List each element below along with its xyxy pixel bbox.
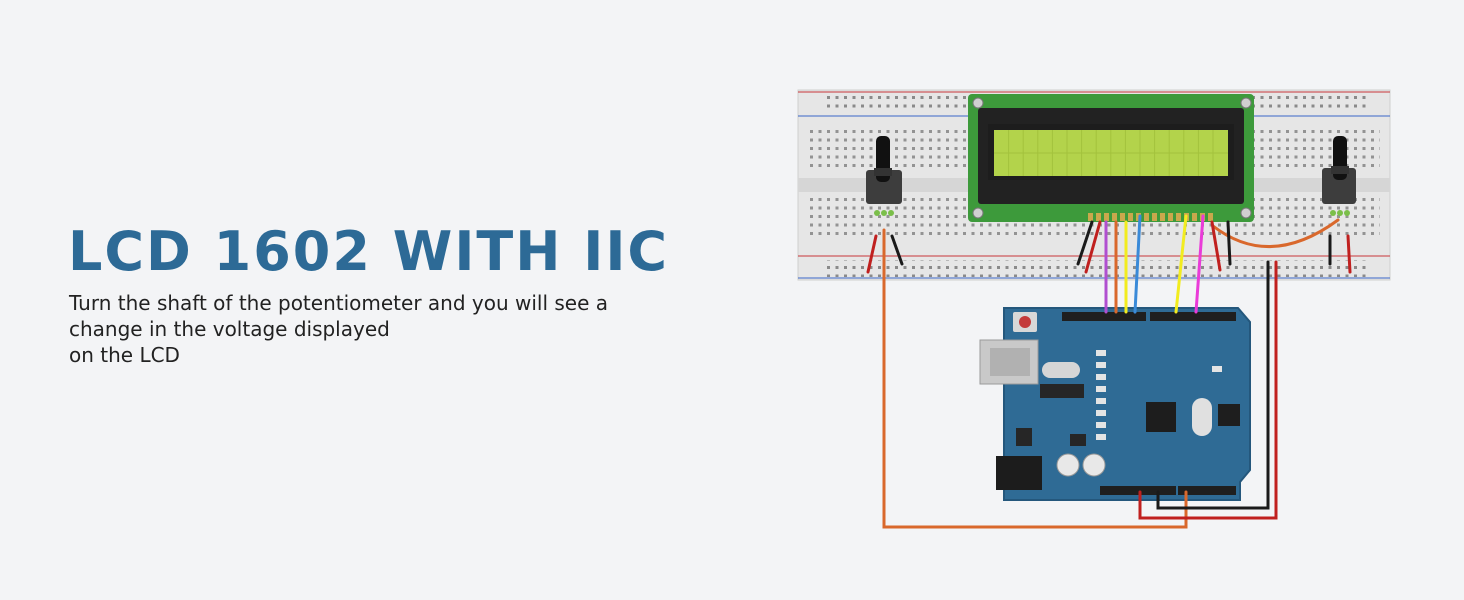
lcd-1602-icon: [968, 94, 1254, 222]
wire-blue: [1133, 214, 1142, 314]
wire-black-short: [890, 234, 904, 266]
arduino-uno-icon: [979, 307, 1251, 501]
wire-red-lcd: [1084, 220, 1102, 274]
page-title: LCD 1602 WITH IIC: [68, 220, 670, 283]
wire-red-power: [1138, 260, 1278, 520]
potentiometer-icon: [1322, 136, 1356, 216]
description-line-3: on the LCD: [69, 343, 180, 367]
wire-black-lcd-right: [1226, 220, 1232, 266]
description-line-2: change in the voltage displayed: [69, 317, 390, 341]
wires: [866, 214, 1352, 529]
wire-red-short: [866, 234, 878, 274]
description-line-1: Turn the shaft of the potentiometer and …: [69, 291, 609, 315]
description: Turn the shaft of the potentiometer and …: [69, 290, 659, 368]
wire-yellow-2: [1174, 214, 1188, 314]
potentiometer-icon: [866, 136, 902, 216]
wire-black-lcd: [1076, 220, 1094, 266]
reset-button-icon: [1013, 312, 1037, 332]
wire-red-right-pot: [1346, 234, 1352, 274]
wire-magenta: [1194, 214, 1205, 314]
wire-black-ground: [1156, 260, 1270, 510]
wire-orange-arc: [1211, 218, 1340, 249]
wire-red-lcd-right: [1210, 220, 1222, 272]
